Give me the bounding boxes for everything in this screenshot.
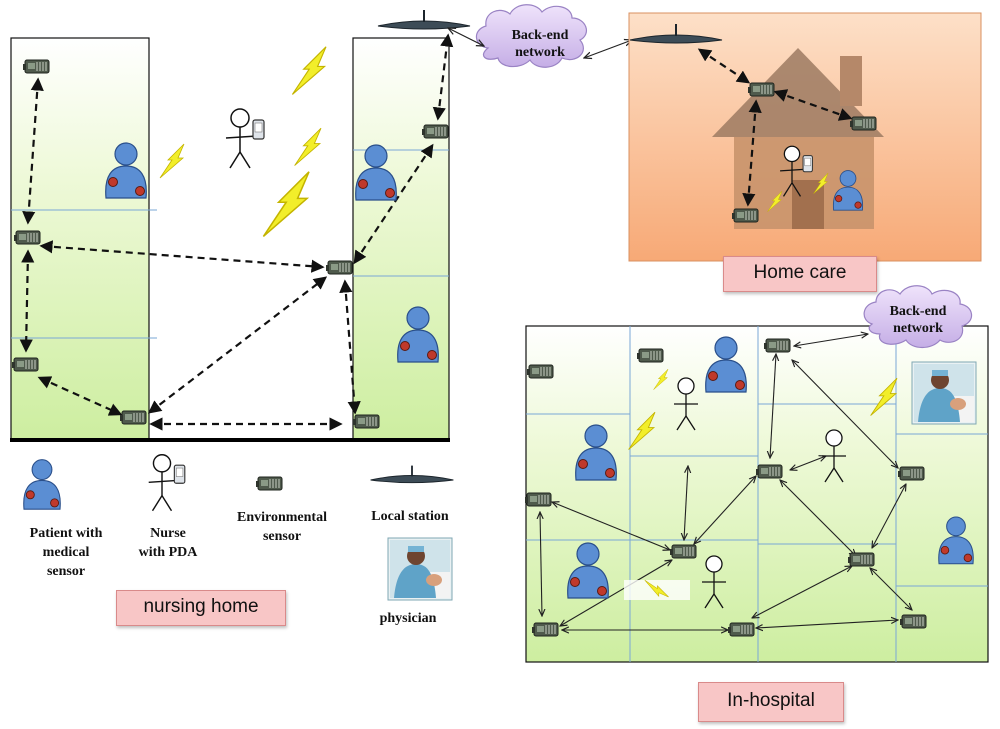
legend-env-label: Environmental sensor [222,508,342,546]
house-chimney [840,56,862,106]
link [560,560,672,626]
link [448,28,484,46]
legend-text: Nurse [150,526,186,541]
nurse-with-pda-icon [225,108,265,169]
link [694,476,756,544]
backend-network-label-top: Back-end network [500,27,580,61]
link [794,334,868,346]
link [792,360,898,468]
link [697,48,751,84]
nursing-home-links [19,33,454,431]
legend-patient-label: Patient with medical sensor [10,524,122,581]
environmental-sensor-icon [421,124,449,139]
link [752,566,852,618]
link [540,512,542,616]
home-care-links [697,48,853,207]
physician-photo [911,361,977,425]
legend-nurse-label: Nurse with PDA [128,524,208,562]
link [19,249,35,353]
link [742,99,762,207]
backend-network-cloud-top [475,4,588,68]
environmental-sensor-icon [636,348,664,363]
environmental-sensor-icon [731,208,759,223]
environmental-sensor-icon [755,464,783,479]
wireless-lightning-icon [291,46,327,95]
legend-station-icon [369,464,455,484]
legend-text: Patient with [29,526,103,541]
link [39,240,325,273]
cloud-line-1: Back-end [511,28,569,43]
legend-station-label: Local station [371,509,449,524]
legend-text: sensor [262,529,302,544]
cloud-line-1: Back-end [889,304,947,319]
link [773,89,853,121]
environmental-sensor-icon [352,414,380,429]
environmental-sensor-icon [325,260,353,275]
environmental-sensor-icon [531,622,559,637]
link [780,480,856,556]
legend-text: with PDA [138,545,198,560]
link [770,354,776,458]
link [790,456,826,470]
local-station-icon [377,9,471,30]
legend-text: Environmental [237,510,327,525]
nursing-home-right-wing [352,37,450,441]
home-care-label: Home care [723,256,877,292]
legend-physician-photo [387,537,453,601]
nursing-home-label: nursing home [116,590,286,626]
environmental-sensor-icon [849,116,877,131]
environmental-sensor-icon [119,410,147,425]
backend-network-cloud-hospital [863,285,973,349]
link [870,568,912,610]
environmental-sensor-icon [11,357,39,372]
link [432,33,454,121]
environmental-sensor-icon [727,622,755,637]
link [552,502,670,550]
legend-nurse-icon [147,454,186,512]
hospital-links [540,334,912,630]
nursing-home-panel [10,33,454,442]
legend-sensor-icon [255,476,283,491]
environmental-sensor-icon [526,364,554,379]
in-hospital-panel [524,325,989,663]
environmental-sensor-icon [22,59,50,74]
wireless-lightning-icon [294,127,322,167]
wireless-lightning-icon [262,171,310,238]
environmental-sensor-icon [747,82,775,97]
link [37,376,123,416]
cloud-line-2: network [893,321,943,336]
link [872,484,906,548]
environmental-sensor-icon [669,544,697,559]
legend-physician-label: physician [379,611,437,626]
environmental-sensor-icon [763,338,791,353]
environmental-sensor-icon [524,492,552,507]
cloud-line-2: network [515,45,565,60]
environmental-sensor-icon [13,230,41,245]
environmental-sensor-icon [899,614,927,629]
link [756,620,898,628]
environmental-sensor-icon [847,552,875,567]
in-hospital-label: In-hospital [698,682,844,722]
legend-text: medical [42,545,90,560]
link [147,276,328,414]
legend-text: sensor [46,564,86,579]
home-care-panel [628,12,982,262]
wireless-lightning-icon [159,143,185,179]
environmental-sensor-icon [897,466,925,481]
link [684,466,688,540]
backend-network-label-hospital: Back-end network [878,303,958,337]
link [339,279,361,415]
legend-patient-icon [23,459,61,510]
link [584,40,632,58]
